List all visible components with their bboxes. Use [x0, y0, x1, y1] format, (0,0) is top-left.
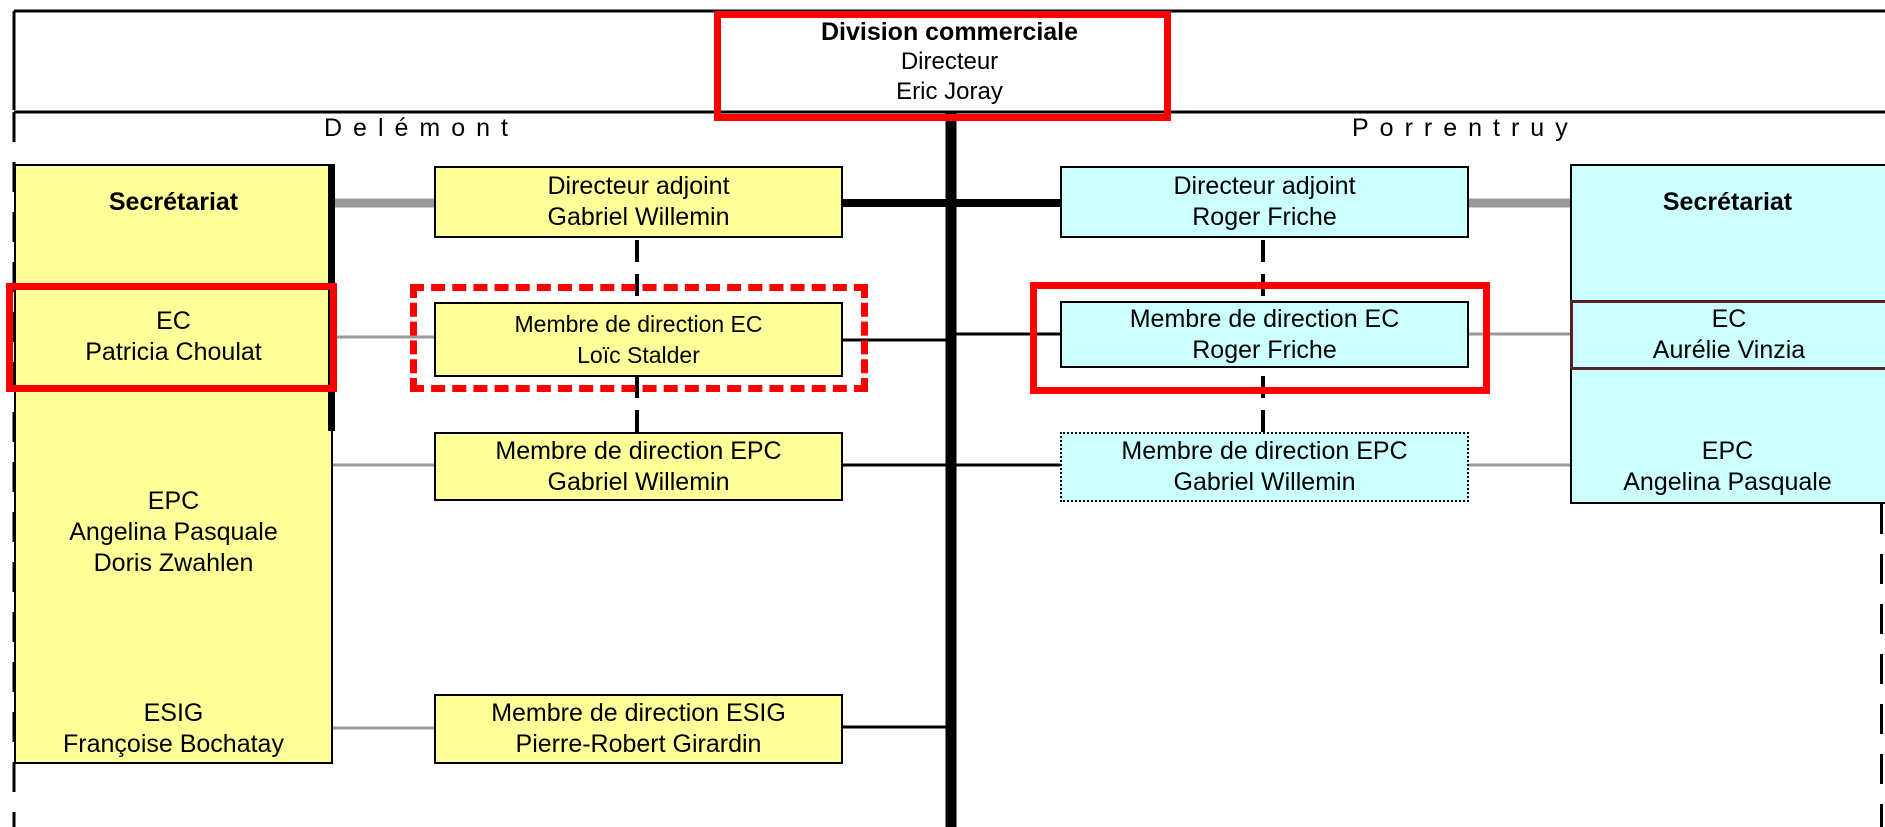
delemont-secretariat-title: Secrétariat: [108, 188, 239, 216]
division-title: Division commerciale: [820, 17, 1079, 46]
role: Membre de direction EC: [514, 310, 763, 337]
role: Membre de direction EPC: [495, 436, 782, 465]
ec-label: EC: [1711, 305, 1747, 333]
ec-secretary-highlight: [6, 283, 337, 392]
role: Directeur adjoint: [1173, 172, 1356, 200]
epc-secretary-name: Angelina Pasquale: [69, 517, 278, 546]
epc-label: EPC: [1701, 437, 1754, 465]
epc-secretary-name: Doris Zwahlen: [93, 548, 254, 577]
delemont-deputy-director: Directeur adjoint Gabriel Willemin: [434, 166, 843, 238]
porrentruy-epc-secretary: EPC Angelina Pasquale: [1570, 432, 1885, 502]
person-name: Gabriel Willemin: [547, 203, 730, 231]
delemont-ec-member: Membre de direction EC Loïc Stalder: [434, 302, 843, 377]
person-name: Pierre-Robert Girardin: [515, 730, 762, 758]
porrentruy-secretariat-title: Secrétariat: [1662, 188, 1793, 216]
esig-secretary-name: Françoise Bochatay: [63, 730, 284, 758]
delemont-esig-member: Membre de direction ESIG Pierre-Robert G…: [434, 694, 843, 764]
division-header: Division commerciale Directeur Eric Jora…: [14, 11, 1885, 112]
ec-member-dashed-highlight: [410, 284, 868, 392]
delemont-secretariat-column: [14, 164, 333, 764]
delemont-epc-member: Membre de direction EPC Gabriel Willemin: [434, 432, 843, 501]
ec-label: EC: [156, 307, 191, 335]
porrentruy-deputy-director: Directeur adjoint Roger Friche: [1060, 166, 1469, 238]
region-label-porrentruy: Porrentruy: [1352, 114, 1579, 142]
right-dashed-border: [1880, 504, 1883, 827]
role: Membre de direction EPC: [1121, 437, 1408, 465]
person-name: Gabriel Willemin: [1173, 468, 1356, 496]
epc-secretary-name: Angelina Pasquale: [1623, 468, 1832, 496]
director-role: Directeur: [900, 47, 999, 75]
director-highlight: [714, 11, 1171, 121]
ec-secretary-name: Aurélie Vinzia: [1652, 336, 1806, 364]
person-name: Roger Friche: [1192, 335, 1337, 364]
role: Membre de direction EC: [1129, 304, 1400, 333]
person-name: Gabriel Willemin: [547, 467, 730, 496]
porrentruy-secretariat-column: [1570, 164, 1885, 504]
delemont-epc-secretary: EPC Angelina Pasquale Doris Zwahlen: [14, 482, 333, 582]
role: Membre de direction ESIG: [491, 699, 786, 727]
esig-label: ESIG: [143, 699, 204, 727]
region-label-delemont: Delémont: [324, 114, 519, 142]
porrentruy-ec-member: Membre de direction EC Roger Friche: [1060, 301, 1469, 368]
director-name: Eric Joray: [896, 77, 1003, 105]
person-name: Loïc Stalder: [577, 341, 700, 368]
delemont-esig-secretary: ESIG Françoise Bochatay: [14, 697, 333, 761]
delemont-ec-secretary: EC Patricia Choulat: [14, 300, 333, 374]
porrentruy-ec-secretary: EC Aurélie Vinzia: [1570, 300, 1885, 370]
person-name: Roger Friche: [1192, 203, 1337, 231]
role: Directeur adjoint: [547, 172, 730, 200]
porrentruy-ec-member-highlight: [1030, 282, 1490, 394]
ec-secretary-name: Patricia Choulat: [85, 338, 262, 366]
epc-label: EPC: [147, 486, 200, 515]
porrentruy-epc-member: Membre de direction EPC Gabriel Willemin: [1060, 432, 1469, 502]
